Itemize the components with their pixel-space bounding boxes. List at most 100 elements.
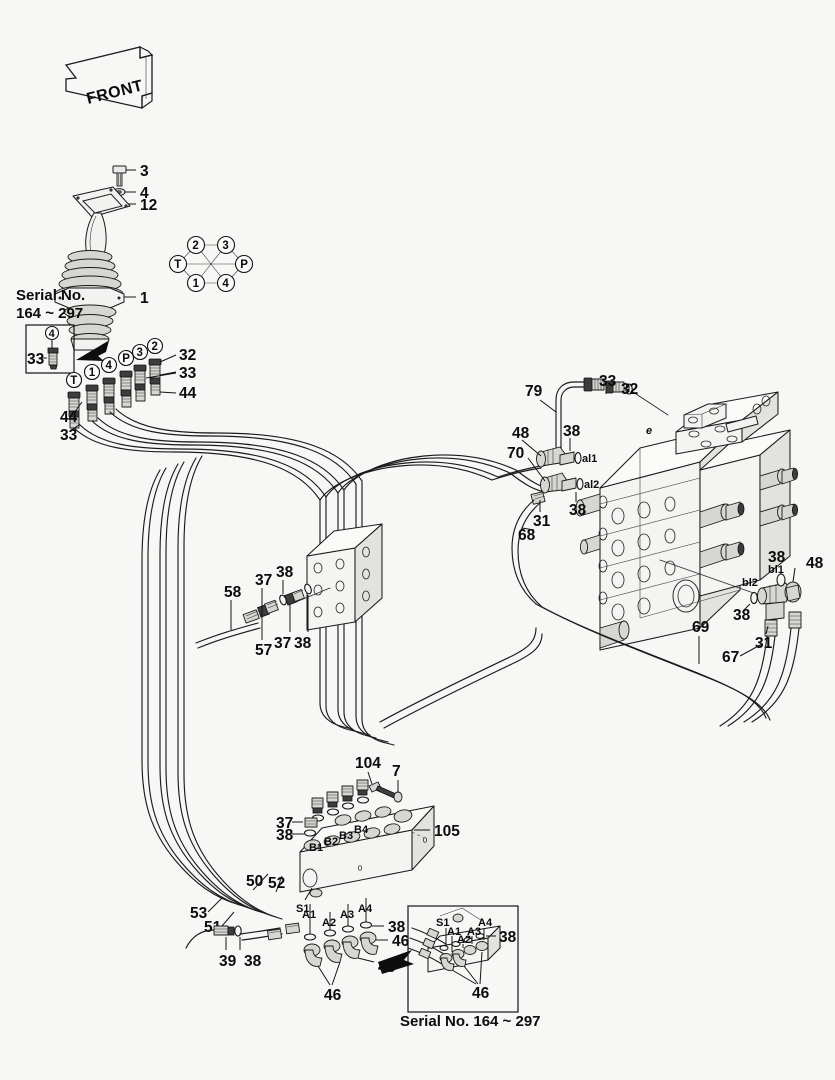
bolt-104-part bbox=[368, 781, 397, 799]
label-48-left: 48 bbox=[512, 425, 530, 442]
leader-44-joystick-bottom bbox=[73, 401, 83, 414]
label-38-bl2: 38 bbox=[733, 607, 751, 624]
circle-port-4 bbox=[44, 325, 60, 341]
leader-44-joystick-top bbox=[159, 391, 177, 394]
joystick-hose-connectors: T 1 4 P 3 2 bbox=[60, 337, 197, 444]
manifold-port-bosses bbox=[303, 806, 413, 851]
label-79: 79 bbox=[525, 383, 543, 400]
inset-label-46: 46 bbox=[472, 985, 490, 1002]
port-node-P bbox=[234, 254, 254, 274]
valve-right-tee-group: bl1 bl2 48 38 38 31 67 bbox=[659, 549, 824, 727]
inset-label-38: 38 bbox=[499, 929, 517, 946]
leader-48-left bbox=[521, 439, 542, 457]
label-44-joystick-bottom: 44 bbox=[60, 409, 78, 426]
label-38-a-right: 38 bbox=[388, 919, 406, 936]
leader-104 bbox=[367, 771, 373, 785]
port-node-4 bbox=[216, 273, 236, 293]
oring-38-al2 bbox=[576, 478, 584, 490]
port-label-bl2: bl2 bbox=[742, 577, 758, 589]
mid-manifold-hose-fittings: 58 37 57 38 37 38 bbox=[195, 564, 331, 659]
label-33-joystick-bottom: 33 bbox=[60, 427, 78, 444]
port-label-A1: A1 bbox=[302, 909, 316, 921]
label-38-al2: 38 bbox=[569, 502, 587, 519]
leader-48-right bbox=[792, 567, 796, 583]
port-node-T-label: T bbox=[174, 259, 181, 271]
leader-52 bbox=[275, 875, 283, 893]
connector-stack-4 bbox=[102, 377, 116, 415]
leader-51 bbox=[221, 911, 235, 927]
port-node-3-label: 3 bbox=[222, 240, 228, 252]
leader-33-joystick-bottom bbox=[71, 423, 81, 431]
leader-53 bbox=[207, 897, 223, 913]
label-104: 104 bbox=[355, 755, 381, 772]
leader-70 bbox=[527, 457, 546, 482]
label-33-joystick: 33 bbox=[179, 365, 197, 382]
inset-port-label-S1: S1 bbox=[436, 917, 449, 929]
label-3: 3 bbox=[140, 163, 149, 180]
inset-leader-46 bbox=[451, 951, 483, 985]
label-32-joystick: 32 bbox=[179, 347, 196, 364]
hose-port-label-3: 3 bbox=[137, 347, 143, 359]
fitting-33-inset bbox=[47, 347, 59, 370]
serial-note-line1: Serial No. bbox=[16, 287, 85, 304]
lower-left-hose-run bbox=[141, 455, 283, 920]
main-hose-bundle bbox=[73, 408, 517, 746]
port-label-B1: B1 bbox=[309, 842, 323, 854]
label-37-right: 37 bbox=[274, 635, 291, 652]
leader-31-right bbox=[765, 625, 769, 635]
mid-manifold-block bbox=[306, 523, 383, 631]
port-label-A4: A4 bbox=[358, 903, 373, 915]
label-70: 70 bbox=[507, 445, 524, 462]
oring-38-mid-right bbox=[304, 583, 312, 595]
label-33-top: 33 bbox=[599, 373, 617, 390]
label-52: 52 bbox=[268, 875, 285, 892]
manifold-bolt-group: 104 7 bbox=[355, 755, 403, 803]
port-label-B2: B2 bbox=[324, 836, 338, 848]
adapter-37-right bbox=[284, 589, 305, 606]
label-57: 57 bbox=[255, 642, 272, 659]
tee-70-elbow bbox=[540, 472, 577, 494]
label-38-mid-top: 38 bbox=[276, 564, 294, 581]
hose-port-label-T: T bbox=[70, 375, 77, 387]
label-1: 1 bbox=[140, 290, 149, 307]
leader-46-bottom bbox=[317, 961, 341, 986]
port-label-B3: B3 bbox=[339, 830, 353, 842]
label-46-a-right: 46 bbox=[392, 933, 410, 950]
inset-port-label-A1: A1 bbox=[447, 926, 461, 938]
adapter-37-left bbox=[257, 599, 279, 618]
port-node-P-label: P bbox=[240, 259, 248, 271]
label-50: 50 bbox=[246, 873, 263, 890]
label-69: 69 bbox=[692, 619, 710, 636]
hose-port-circle-2 bbox=[146, 337, 164, 355]
port-node-1 bbox=[186, 273, 206, 293]
inset-port-label-A3: A3 bbox=[467, 926, 481, 938]
serial-inset-box-bottom bbox=[407, 905, 519, 1013]
plate-12-part bbox=[72, 186, 131, 218]
connector-stack-2 bbox=[148, 358, 162, 396]
port-label-al1: al1 bbox=[582, 453, 597, 465]
inset-port-label-A4: A4 bbox=[478, 917, 493, 929]
hose-port-circle-3 bbox=[131, 343, 149, 361]
leader-50 bbox=[252, 873, 269, 891]
serial-inset-pointer bbox=[378, 950, 414, 974]
port-node-4-label: 4 bbox=[222, 278, 229, 290]
port-schematic: 2 3 T P 1 4 bbox=[168, 235, 254, 293]
fitting-31-left bbox=[530, 491, 546, 505]
oring-38-bl2 bbox=[750, 591, 758, 605]
joystick-mount-hardware: 3 4 12 bbox=[72, 163, 157, 218]
leader-32 bbox=[159, 354, 177, 363]
tee-48-left bbox=[536, 446, 575, 468]
port-label-al2: al2 bbox=[584, 479, 599, 491]
label-37-left: 37 bbox=[255, 572, 272, 589]
connector-stack-3 bbox=[133, 364, 147, 402]
adapter-37-manifold bbox=[304, 817, 318, 828]
label-31-right: 31 bbox=[755, 635, 773, 652]
fitting-39-part bbox=[185, 925, 235, 949]
hose-port-circle-T bbox=[65, 371, 83, 389]
inset-port-label: 4 bbox=[49, 328, 56, 340]
leader-79 bbox=[539, 399, 557, 413]
leader-67 bbox=[739, 643, 763, 657]
valve-top-pipe-group: e 79 33 32 bbox=[525, 373, 669, 461]
inset-pointer-arrow bbox=[76, 341, 108, 361]
